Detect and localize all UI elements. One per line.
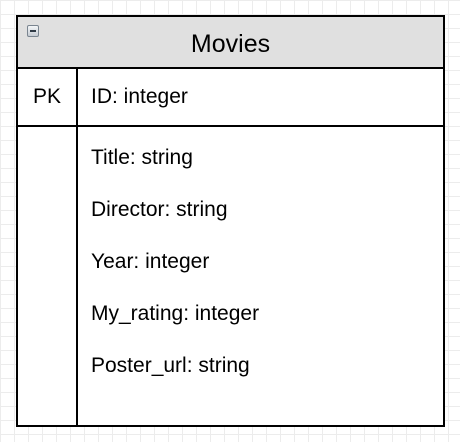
field-poster-url: Poster_url: string bbox=[91, 354, 250, 377]
field-my-rating: My_rating: integer bbox=[91, 302, 260, 325]
pk-label: PK bbox=[32, 85, 61, 108]
field-section: Title: string Director: string Year: int… bbox=[18, 127, 443, 425]
field-list: Title: string Director: string Year: int… bbox=[91, 141, 259, 401]
collapse-icon[interactable] bbox=[27, 25, 39, 37]
table-title: Movies bbox=[190, 30, 271, 58]
field-director: Director: string bbox=[91, 198, 228, 221]
field-year: Year: integer bbox=[91, 250, 210, 273]
minus-glyph bbox=[30, 30, 36, 32]
pk-field: ID: integer bbox=[91, 85, 188, 108]
field-title: Title: string bbox=[91, 146, 193, 169]
primary-key-row: PK ID: integer bbox=[18, 69, 443, 127]
key-column-cell: PK bbox=[18, 69, 78, 125]
table-header: Movies bbox=[18, 17, 443, 69]
entity-table-movies[interactable]: Movies PK ID: integer Title: string Dire… bbox=[16, 15, 445, 427]
key-column bbox=[18, 127, 78, 425]
